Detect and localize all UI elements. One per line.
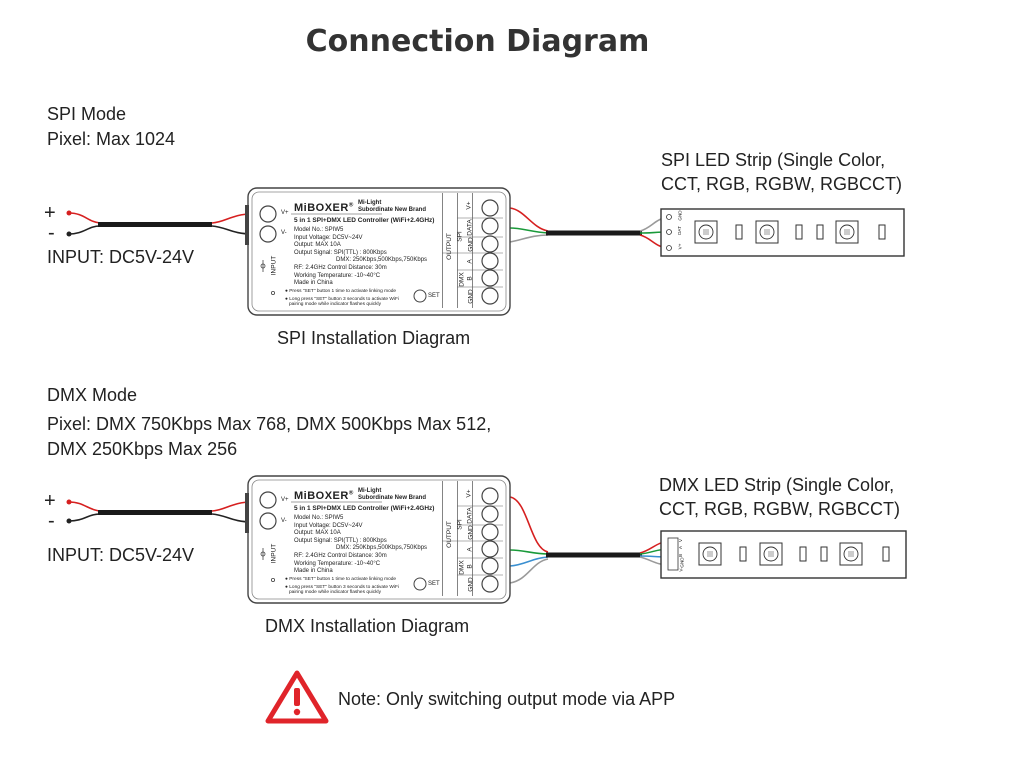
dmx-pixel-label-2: DMX 250Kbps Max 256 xyxy=(47,439,238,459)
spi-controller-instructions: ● Press "SET" button 1 time to activate … xyxy=(285,289,400,308)
spi-term-gnd2: GND xyxy=(467,289,475,304)
dmx-term-gnd: GND xyxy=(467,525,475,540)
spi-set-button-label[interactable]: SET xyxy=(428,293,440,299)
spi-term-b: B xyxy=(466,276,474,281)
spi-vplus-label: V+ xyxy=(281,210,289,216)
dmx-strip-pin-v: V xyxy=(678,538,684,543)
led-chip xyxy=(835,220,859,244)
note-text: Note: Only switching output mode via APP xyxy=(338,689,676,709)
spi-output-wires xyxy=(509,207,671,249)
dmx-strip-pin-a: A xyxy=(678,545,684,550)
dmx-term-b: B xyxy=(466,564,474,569)
dmx-vplus-label: V+ xyxy=(281,497,289,503)
dmx-pixel-label-1: Pixel: DMX 750Kbps Max 768, DMX 500Kbps … xyxy=(47,414,492,434)
spi-term-a: A xyxy=(466,259,474,264)
page-title: Connection Diagram xyxy=(305,24,650,59)
dmx-spi-group-label: SPI xyxy=(456,519,464,530)
spi-vminus-label: V- xyxy=(281,230,287,236)
spi-input-vertical: INPUT xyxy=(270,255,278,276)
dmx-mode-label: DMX Mode xyxy=(47,385,138,405)
dmx-term-a: A xyxy=(466,547,474,552)
dmx-strip-pin-vminus: V- xyxy=(678,567,684,572)
spi-caption: SPI Installation Diagram xyxy=(277,328,471,348)
dmx-controller-brand: MiBOXER® xyxy=(294,490,354,502)
dmx-strip-label-2: CCT, RGB, RGBW, RGBCCT) xyxy=(659,499,901,519)
dmx-controller-model: 5 in 1 SPI+DMX LED Controller (WiFi+2.4G… xyxy=(294,505,435,512)
spi-plus-symbol: + xyxy=(44,202,56,224)
led-chip xyxy=(694,220,718,244)
spi-strip-pin-dat: DAT xyxy=(676,226,682,235)
spi-led-strip xyxy=(660,208,905,257)
dmx-input-wires xyxy=(66,499,253,524)
dmx-input-label: INPUT: DC5V-24V xyxy=(47,545,195,565)
dmx-group-label: DMX xyxy=(458,560,466,575)
spi-strip-label-2: CCT, RGB, RGBW, RGBCCT) xyxy=(661,174,903,194)
led-chip xyxy=(755,220,779,244)
spi-controller-brand: MiBOXER® xyxy=(294,202,354,214)
spi-input-wires xyxy=(66,210,253,237)
led-chip xyxy=(839,542,863,566)
spi-strip-pin-gnd: GND xyxy=(677,210,683,221)
spi-group-label: SPI xyxy=(456,231,464,242)
dmx-controller-instructions: ● Press "SET" button 1 time to activate … xyxy=(285,577,400,596)
dmx-vminus-label: V- xyxy=(281,518,287,524)
spi-strip-label-1: SPI LED Strip (Single Color, xyxy=(661,150,886,170)
dmx-output-vertical: OUTPUT xyxy=(445,521,453,548)
spi-pixel-label: Pixel: Max 1024 xyxy=(47,129,176,149)
spi-output-vertical: OUTPUT xyxy=(445,233,453,260)
spi-minus-symbol: - xyxy=(48,222,55,244)
spi-controller xyxy=(245,187,511,316)
spi-strip-pin-vplus: V+ xyxy=(677,243,683,250)
spi-dmx-group-label: DMX xyxy=(458,272,466,287)
spi-controller-model: 5 in 1 SPI+DMX LED Controller (WiFi+2.4G… xyxy=(294,217,435,224)
spi-term-vplus: V+ xyxy=(465,201,473,210)
led-chip xyxy=(759,542,783,566)
dmx-input-vertical: INPUT xyxy=(270,543,278,564)
led-chip xyxy=(698,542,722,566)
dmx-led-strip xyxy=(660,530,907,579)
dmx-output-wires xyxy=(509,496,671,584)
dmx-strip-label-1: DMX LED Strip (Single Color, xyxy=(659,475,895,495)
warning-icon xyxy=(265,670,329,724)
dmx-term-vplus: V+ xyxy=(465,489,473,498)
dmx-controller xyxy=(245,475,511,604)
dmx-plus-symbol: + xyxy=(44,490,56,512)
dmx-term-data: DATA xyxy=(466,507,474,524)
dmx-caption: DMX Installation Diagram xyxy=(265,616,470,636)
spi-term-data: DATA xyxy=(466,219,474,236)
dmx-strip-pin-gnd: GND xyxy=(679,557,685,568)
spi-term-gnd: GND xyxy=(467,237,475,252)
spi-input-label: INPUT: DC5V-24V xyxy=(47,247,195,267)
dmx-term-gnd2: GND xyxy=(467,577,475,592)
dmx-set-button-label[interactable]: SET xyxy=(428,581,440,587)
dmx-minus-symbol: - xyxy=(48,510,55,532)
spi-mode-label: SPI Mode xyxy=(47,104,127,124)
